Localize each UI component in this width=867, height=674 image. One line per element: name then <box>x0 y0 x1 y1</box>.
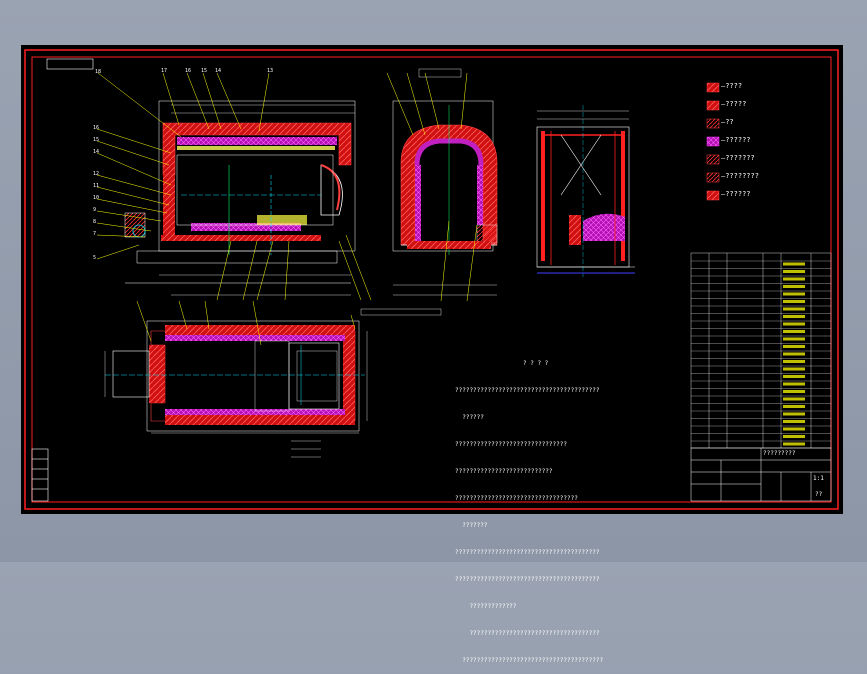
view-2-label-box <box>418 68 462 78</box>
title-block-text: ????????? <box>763 450 796 457</box>
svg-text:7: 7 <box>93 231 96 237</box>
notes-title: ? ? ? ? <box>523 360 549 367</box>
view-plan-section <box>104 320 368 458</box>
note-line: ???????????????????????????????????????? <box>455 576 600 583</box>
leaders-view-4 <box>136 300 356 346</box>
legend-item-4: —?????? <box>721 136 751 144</box>
drawing-title: ????????? <box>763 450 796 457</box>
table-row-mark <box>783 375 805 378</box>
table-row-mark <box>783 262 805 266</box>
table-row-mark <box>783 345 805 348</box>
table-row-mark <box>783 337 805 341</box>
cad-drawing: 18 16 15 14 12 11 10 9 8 7 5 17 16 15 14 13 <box>24 49 839 510</box>
legend-item-7: —?????? <box>721 190 751 198</box>
legend-item-2: —????? <box>721 100 747 108</box>
note-line: ?????? <box>455 414 484 421</box>
svg-text:16: 16 <box>185 68 191 74</box>
title-block-sheet: ?? <box>815 491 823 498</box>
table-row-mark <box>783 390 805 393</box>
svg-text:8: 8 <box>93 219 96 225</box>
svg-text:17: 17 <box>161 68 167 74</box>
view-side-section <box>392 100 498 296</box>
table-row-mark <box>783 427 805 431</box>
svg-text:16: 16 <box>93 125 99 131</box>
technical-notes: ? ? ? ? ????????????????????????????????… <box>455 341 631 674</box>
table-row-mark <box>783 292 805 296</box>
legend-swatches <box>706 82 720 201</box>
svg-text:12: 12 <box>93 171 99 177</box>
table-row-mark <box>783 397 805 401</box>
table-row-mark <box>783 382 805 386</box>
table-row-mark <box>783 277 805 281</box>
table-row-mark <box>783 285 805 288</box>
table-row-mark <box>783 270 805 273</box>
svg-text:15: 15 <box>201 68 207 74</box>
note-line: ??????????????????????????????? <box>455 441 567 448</box>
plan-label-box <box>360 308 442 316</box>
table-row-mark <box>783 360 805 363</box>
table-row-mark <box>783 307 805 311</box>
table-row-mark <box>783 300 805 303</box>
svg-text:18: 18 <box>95 69 101 75</box>
outer-frame <box>24 49 839 510</box>
parts-list-ticks <box>783 262 805 446</box>
left-revision-strip <box>31 448 49 502</box>
note-line: ????????????? <box>455 603 517 610</box>
table-row-mark <box>783 330 805 333</box>
table-row-mark <box>783 367 805 371</box>
svg-text:14: 14 <box>93 149 99 155</box>
table-row-mark <box>783 315 805 318</box>
parts-list-rows <box>691 260 831 442</box>
note-line: ???????????????????????????????????????? <box>455 387 600 394</box>
view-front-section <box>124 100 356 296</box>
table-row-mark <box>783 442 805 446</box>
table-row-mark <box>783 420 805 423</box>
svg-text:9: 9 <box>93 207 96 213</box>
legend-item-3: —?? <box>721 118 734 126</box>
parts-list-table <box>690 252 832 449</box>
svg-text:15: 15 <box>93 137 99 143</box>
leaders-view-2 <box>386 72 478 302</box>
title-block-scale: 1:1 <box>813 475 824 482</box>
leaders-view-1 <box>96 72 372 301</box>
table-row-mark <box>783 412 805 416</box>
table-row-mark <box>783 352 805 356</box>
view-frame-structure <box>536 105 635 277</box>
table-row-mark <box>783 405 805 408</box>
table-row-mark <box>783 322 805 326</box>
note-line: ???????????????????????????????????? <box>455 630 600 637</box>
legend-item-6: —???????? <box>721 172 759 180</box>
svg-text:11: 11 <box>93 183 99 189</box>
svg-text:10: 10 <box>93 195 99 201</box>
note-line: ??????? <box>455 522 488 529</box>
note-line: ?????????????????????????????????? <box>455 495 578 502</box>
callout-numbers-view-1: 18 16 15 14 12 11 10 9 8 7 5 17 16 15 14 13 <box>93 68 273 261</box>
drawing-sheet: 18 16 15 14 12 11 10 9 8 7 5 17 16 15 14 13 <box>21 45 843 664</box>
title-block <box>690 447 832 502</box>
svg-text:13: 13 <box>267 68 273 74</box>
note-line: ??????????????????????????? <box>455 468 553 475</box>
note-line: ??????????????????????????????????????? <box>455 657 604 664</box>
svg-text:5: 5 <box>93 255 96 261</box>
top-left-tag <box>46 58 94 70</box>
legend-item-5: —??????? <box>721 154 755 162</box>
legend-item-1: —???? <box>721 82 743 90</box>
note-line: ???????????????????????????????????????? <box>455 549 600 556</box>
table-row-mark <box>783 435 805 438</box>
svg-text:14: 14 <box>215 68 221 74</box>
